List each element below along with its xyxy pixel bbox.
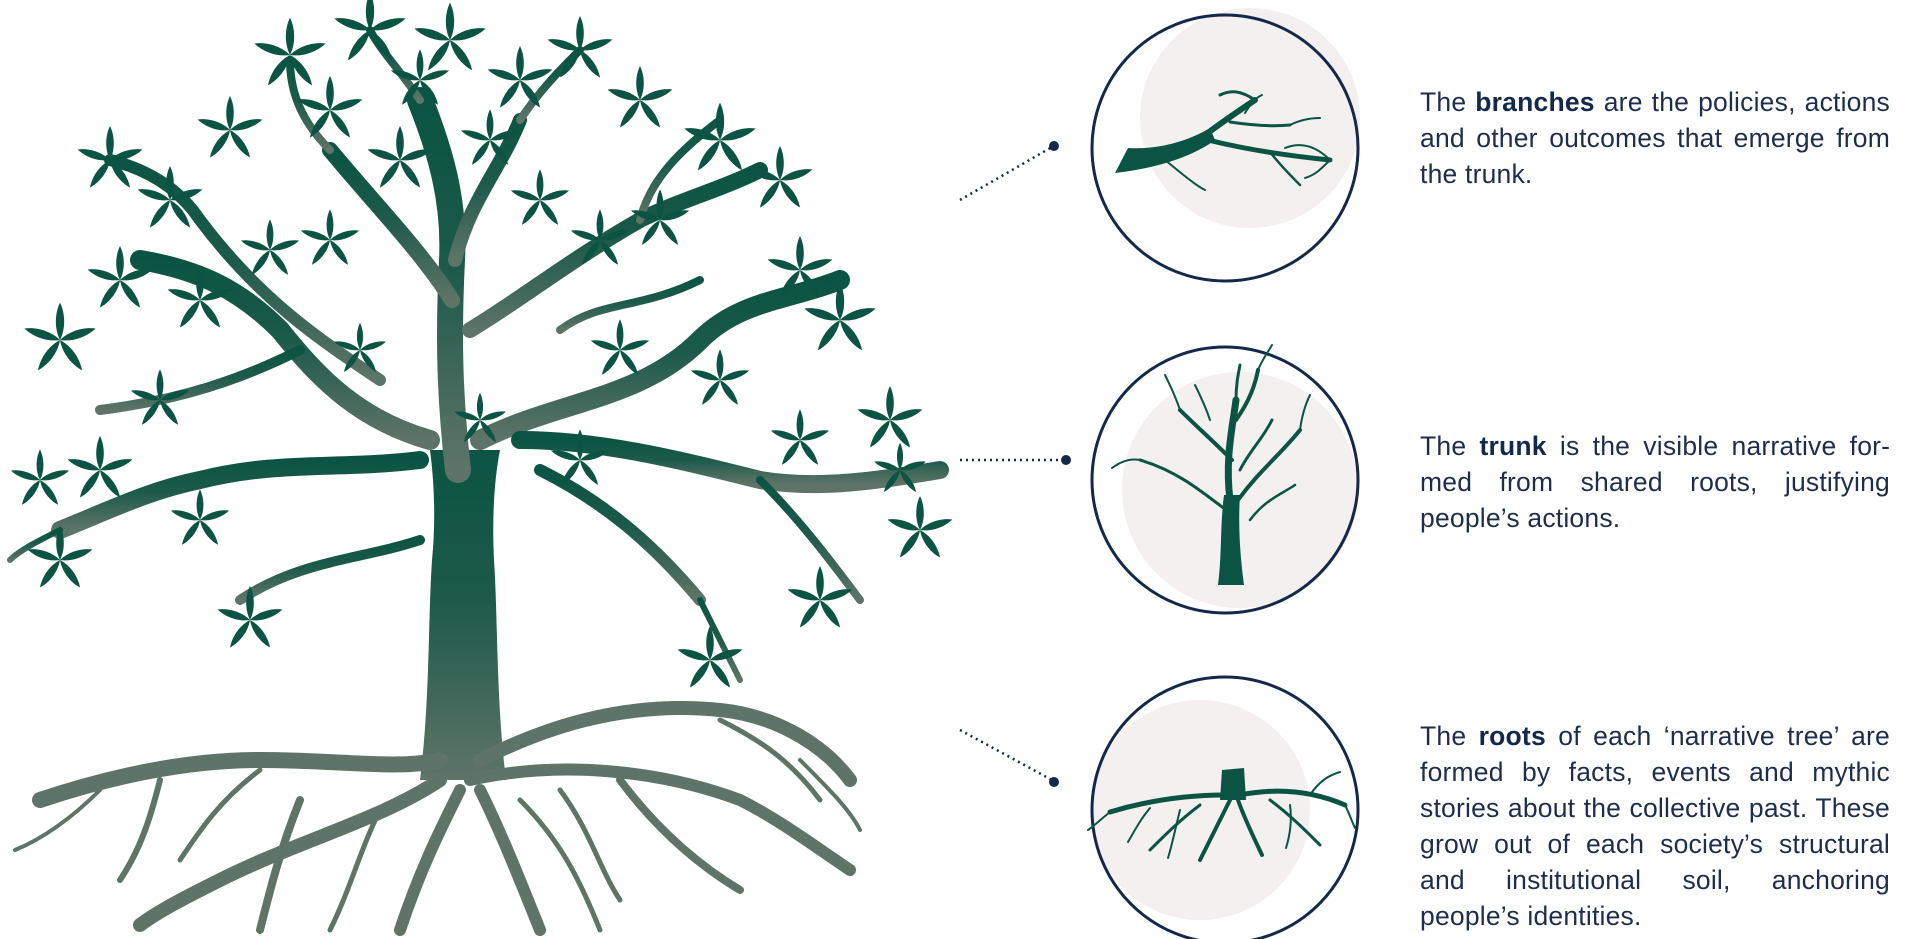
roots-prefix: The [1420,721,1479,751]
branches-description: The branches are the policies, actions a… [1420,84,1890,192]
connector-branches [960,141,1059,200]
connector-roots [960,730,1059,787]
tree-trunk [420,450,506,780]
branches-prefix: The [1420,87,1475,117]
tree-illustration [10,0,954,930]
trunk-description: The trunk is the visible narrative for­m… [1420,428,1890,536]
branches-icon [1092,8,1360,281]
connector-trunk [960,455,1071,465]
roots-description: The roots of each ‘narrative tree’ are f… [1420,718,1890,934]
roots-term: roots [1479,721,1546,751]
trunk-icon [1092,345,1358,613]
branches-term: branches [1475,87,1594,117]
trunk-term: trunk [1479,431,1546,461]
roots-icon [1088,677,1358,939]
roots-text: of each ‘narrative tree’ are formed by f… [1420,721,1890,931]
trunk-prefix: The [1420,431,1479,461]
